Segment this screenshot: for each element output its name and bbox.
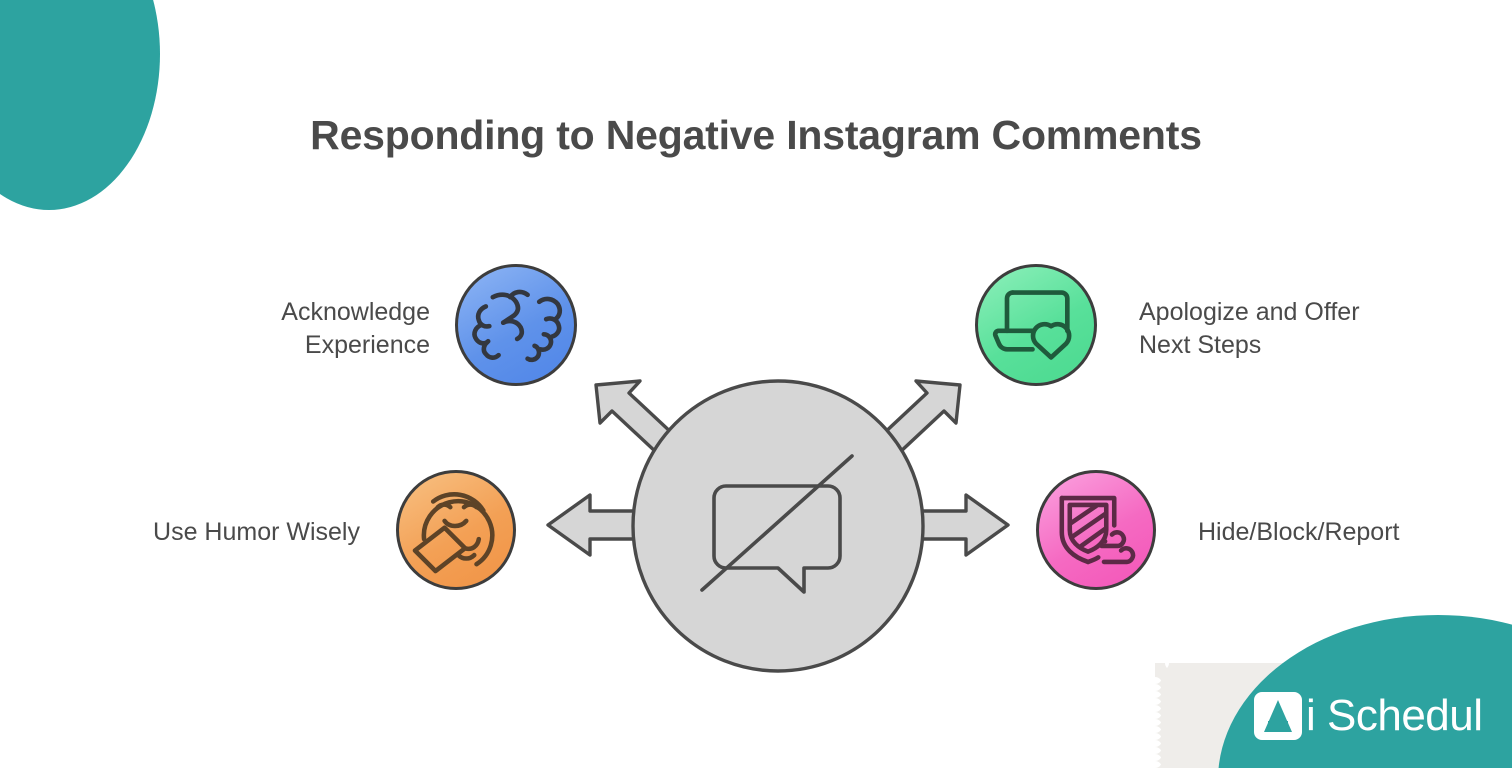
node-apologize-next-steps[interactable] bbox=[975, 264, 1097, 386]
logo-wordmark: i Schedul bbox=[1306, 691, 1483, 740]
label-hide-block-report: Hide/Block/Report bbox=[1198, 516, 1512, 549]
decorative-blob-top-left bbox=[0, 0, 160, 210]
label-line-1: Hide/Block/Report bbox=[1198, 518, 1400, 546]
label-apologize-next-steps: Apologize and Offer Next Steps bbox=[1139, 296, 1459, 362]
laptop-heart-icon bbox=[992, 290, 1072, 360]
page-title: Responding to Negative Instagram Comment… bbox=[310, 112, 1202, 158]
label-line-2: Experience bbox=[304, 331, 430, 359]
laughing-face-icon bbox=[412, 492, 495, 574]
label-line-2: Next Steps bbox=[1139, 331, 1262, 359]
ai-schedul-a-mark-icon bbox=[1254, 692, 1302, 740]
handshake-icon bbox=[472, 289, 563, 363]
node-acknowledge-experience[interactable] bbox=[455, 264, 577, 386]
label-acknowledge-experience: Acknowledge Experience bbox=[160, 296, 430, 362]
label-line-1: Apologize and Offer bbox=[1139, 298, 1360, 326]
brand-logo[interactable]: i Schedul bbox=[1252, 690, 1483, 742]
label-use-humor-wisely: Use Humor Wisely bbox=[60, 516, 360, 549]
center-diagram bbox=[546, 379, 1010, 673]
node-hide-block-report[interactable] bbox=[1036, 470, 1156, 590]
label-line-1: Use Humor Wisely bbox=[153, 518, 360, 546]
shield-wind-icon bbox=[1059, 495, 1136, 565]
label-line-1: Acknowledge bbox=[281, 298, 430, 326]
node-use-humor-wisely[interactable] bbox=[396, 470, 516, 590]
